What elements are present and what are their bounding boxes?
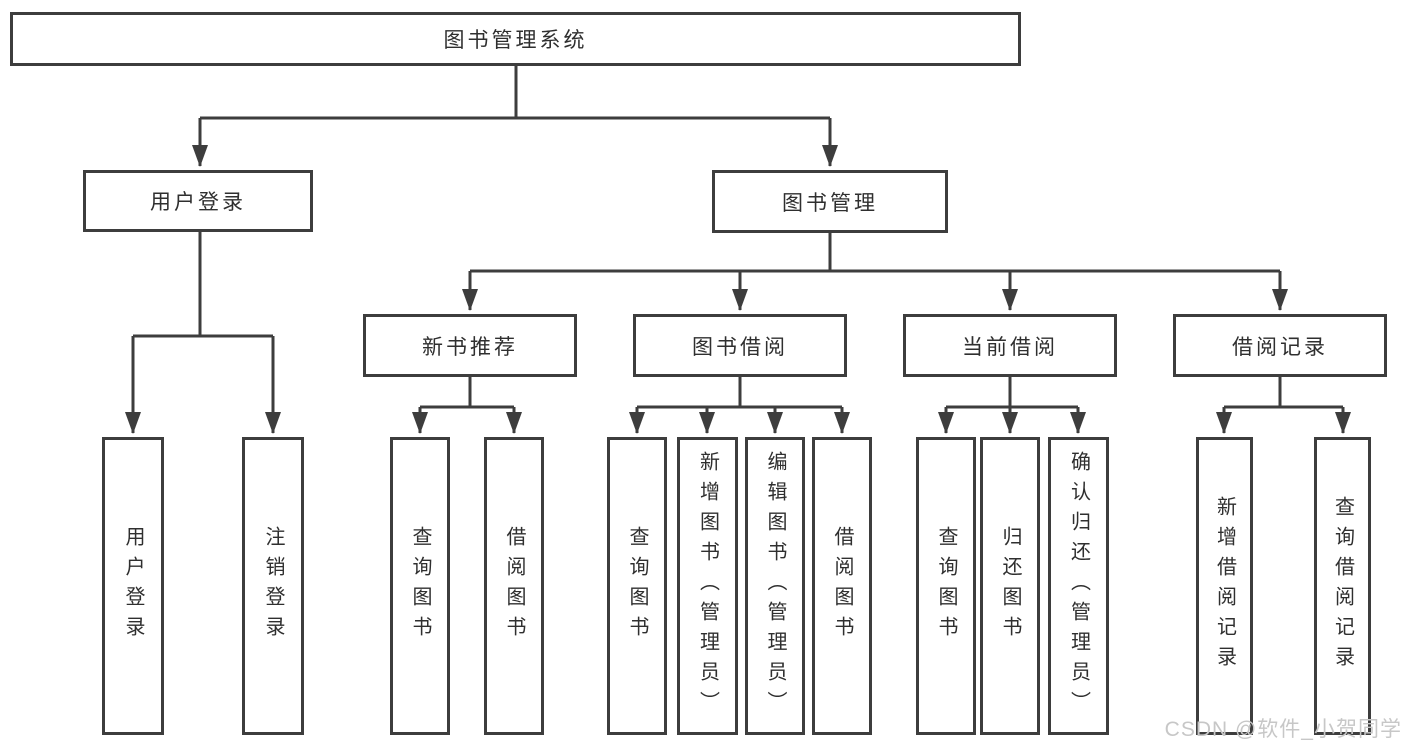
leaf-label: 新增借阅记录 bbox=[1213, 496, 1236, 676]
leaf-borrow-books: 借阅图书 bbox=[484, 437, 544, 735]
borrow-record-connector bbox=[1216, 377, 1351, 434]
leaf-label: 编辑图书（管理员） bbox=[764, 451, 786, 721]
root-connector bbox=[192, 66, 838, 167]
leaf-add-books-admin: 新增图书（管理员） bbox=[677, 437, 738, 735]
csdn-watermark: CSDN @软件_小贺同学 bbox=[1164, 718, 1402, 741]
node-borrow-record: 借阅记录 bbox=[1173, 314, 1387, 377]
node-label: 用户登录 bbox=[150, 191, 246, 214]
leaf-confirm-return-admin: 确认归还（管理员） bbox=[1048, 437, 1109, 735]
leaf-label: 查询图书 bbox=[626, 526, 648, 646]
leaf-label: 查询图书 bbox=[409, 526, 431, 646]
leaf-label: 新增图书（管理员） bbox=[696, 451, 719, 721]
leaf-return-books: 归还图书 bbox=[980, 437, 1040, 735]
book-borrow-connector bbox=[629, 377, 850, 434]
leaf-user-login: 用户登录 bbox=[102, 437, 164, 735]
current-borrow-connector bbox=[938, 377, 1086, 434]
leaf-query-books: 查询图书 bbox=[916, 437, 976, 735]
node-label: 图书管理系统 bbox=[443, 29, 588, 52]
node-library-management-system: 图书管理系统 bbox=[10, 12, 1021, 66]
node-book-borrow: 图书借阅 bbox=[633, 314, 847, 377]
leaf-add-borrow-record: 新增借阅记录 bbox=[1196, 437, 1253, 735]
leaf-label: 归还图书 bbox=[999, 526, 1021, 646]
leaf-query-books: 查询图书 bbox=[390, 437, 450, 735]
node-label: 图书借阅 bbox=[692, 335, 788, 359]
leaf-label: 借阅图书 bbox=[831, 526, 853, 646]
leaf-label: 查询借阅记录 bbox=[1331, 496, 1354, 676]
leaf-borrow-books: 借阅图书 bbox=[812, 437, 872, 735]
leaf-label: 注销登录 bbox=[262, 526, 284, 646]
user-login-connector bbox=[125, 232, 281, 434]
node-label: 借阅记录 bbox=[1232, 335, 1328, 359]
node-label: 图书管理 bbox=[782, 191, 878, 215]
new-book-recommend-connector bbox=[412, 377, 522, 434]
leaf-label: 确认归还（管理员） bbox=[1067, 451, 1090, 721]
leaf-query-books: 查询图书 bbox=[607, 437, 667, 735]
node-current-borrow: 当前借阅 bbox=[903, 314, 1117, 377]
node-label: 新书推荐 bbox=[422, 335, 518, 359]
book-management-connector bbox=[462, 233, 1288, 311]
node-book-management: 图书管理 bbox=[712, 170, 948, 233]
leaf-query-borrow-record: 查询借阅记录 bbox=[1314, 437, 1371, 735]
node-user-login: 用户登录 bbox=[83, 170, 313, 232]
leaf-edit-books-admin: 编辑图书（管理员） bbox=[745, 437, 805, 735]
node-label: 当前借阅 bbox=[962, 335, 1058, 359]
leaf-label: 查询图书 bbox=[935, 526, 957, 646]
leaf-label: 用户登录 bbox=[122, 526, 144, 646]
node-new-book-recommend: 新书推荐 bbox=[363, 314, 577, 377]
leaf-logout: 注销登录 bbox=[242, 437, 304, 735]
leaf-label: 借阅图书 bbox=[503, 526, 525, 646]
